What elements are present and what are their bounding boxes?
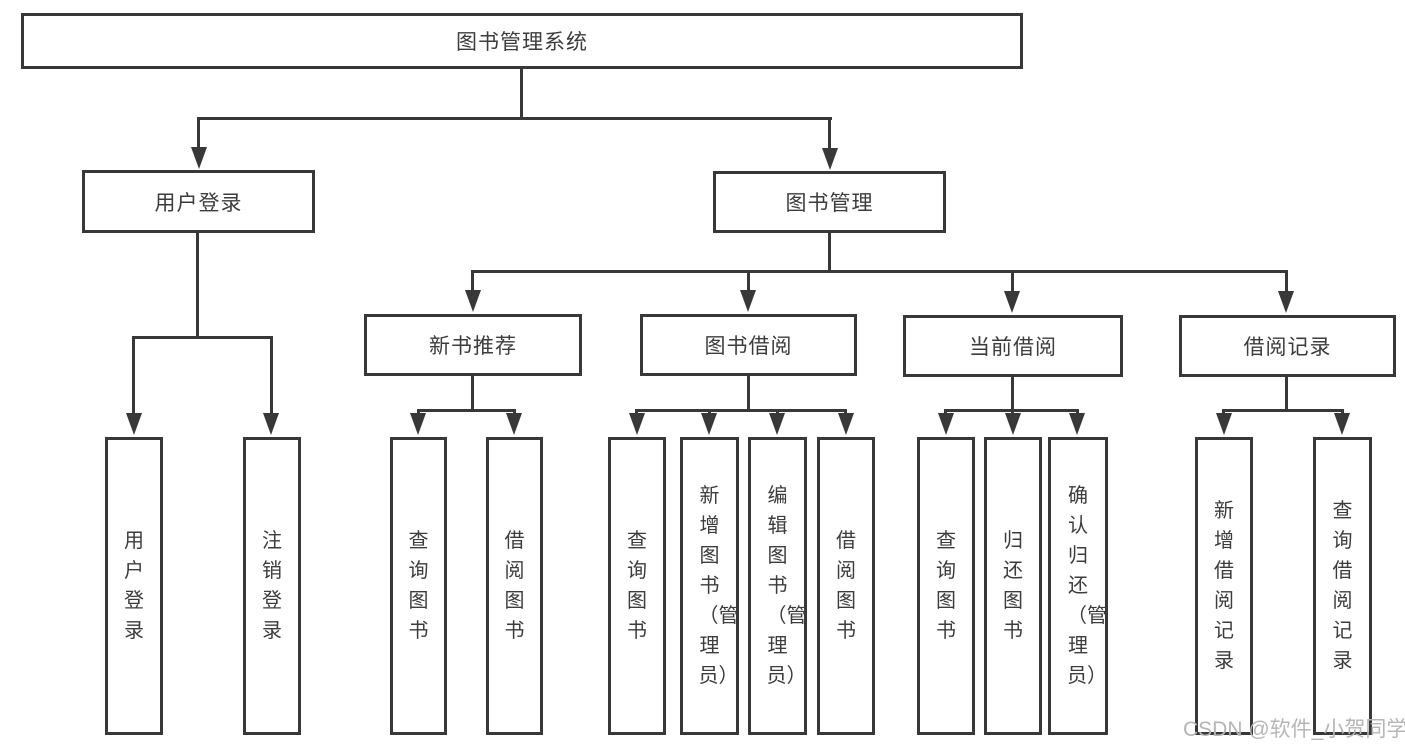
leaf-bb-edit-books-admin: 编辑图书（管理员） — [748, 437, 807, 735]
arrow-down-icon — [740, 290, 756, 312]
leaf-br-query-record: 查询借阅记录 — [1313, 437, 1372, 735]
connector-userlogin-rail — [132, 336, 273, 339]
node-new-book-recommend: 新书推荐 — [364, 314, 582, 376]
node-user-login-label: 用户登录 — [154, 191, 243, 215]
csdn-watermark: CSDN @软件_小贺同学 — [1183, 718, 1405, 741]
leaf-bb-query-books: 查询图书 — [608, 437, 666, 735]
arrow-down-icon — [838, 413, 854, 435]
leaf-br-add-record-label: 新增借阅记录 — [1214, 500, 1234, 672]
leaf-bb-add-books-admin: 新增图书（管理员） — [680, 437, 739, 735]
leaf-bb-borrow-books: 借阅图书 — [817, 437, 875, 735]
connector-arrow-stem — [828, 117, 831, 150]
arrow-down-icon — [1069, 413, 1085, 435]
arrow-down-icon — [938, 413, 954, 435]
leaf-user-login-label: 用户登录 — [124, 530, 144, 642]
connector-cb-stub — [1011, 375, 1014, 411]
node-root-label: 图书管理系统 — [456, 31, 588, 54]
node-new-book-recommend-label: 新书推荐 — [429, 335, 517, 358]
leaf-cb-query-books: 查询图书 — [917, 437, 975, 735]
arrow-down-icon — [126, 413, 142, 435]
leaf-cb-return-books: 归还图书 — [984, 437, 1042, 735]
connector-arrow-stem — [1285, 270, 1288, 292]
arrow-down-icon — [263, 413, 279, 435]
connector-level2-rail — [198, 117, 832, 120]
arrow-down-icon — [191, 147, 207, 169]
connector-br-rail — [1222, 409, 1344, 412]
connector-nbr-rail — [417, 409, 516, 412]
leaf-cb-query-books-label: 查询图书 — [936, 530, 956, 642]
arrow-down-icon — [465, 290, 481, 312]
arrow-down-icon — [410, 413, 426, 435]
connector-br-stub — [1285, 375, 1288, 411]
connector-bb-stub — [747, 374, 750, 411]
leaf-br-add-record: 新增借阅记录 — [1195, 437, 1253, 735]
leaf-bb-edit-books-admin-label: 编辑图书（管理员） — [766, 485, 807, 687]
leaf-cb-confirm-return-admin: 确认归还（管理员） — [1048, 437, 1108, 735]
node-borrow-records: 借阅记录 — [1179, 315, 1396, 377]
arrow-down-icon — [1216, 413, 1232, 435]
connector-nbr-stub — [471, 374, 474, 411]
node-user-login: 用户登录 — [82, 170, 315, 233]
arrow-down-icon — [1278, 291, 1294, 313]
leaf-logout: 注销登录 — [243, 437, 301, 735]
connector-bb-rail — [635, 409, 847, 412]
connector-arrow-stem — [197, 117, 200, 149]
arrow-down-icon — [1005, 413, 1021, 435]
node-book-management: 图书管理 — [713, 171, 946, 233]
arrow-down-icon — [1334, 413, 1350, 435]
node-book-management-label: 图书管理 — [785, 192, 874, 215]
node-book-borrow: 图书借阅 — [640, 314, 857, 376]
connector-arrow-stem — [747, 270, 750, 292]
leaf-nbr-query-books: 查询图书 — [390, 437, 447, 735]
connector-arrow-stem — [132, 336, 135, 415]
node-root: 图书管理系统 — [21, 13, 1023, 69]
connector-arrow-stem — [1011, 270, 1014, 292]
leaf-bb-add-books-admin-label: 新增图书（管理员） — [698, 485, 739, 687]
node-current-borrow-label: 当前借阅 — [969, 336, 1057, 359]
connector-root-stub — [520, 67, 523, 119]
leaf-logout-label: 注销登录 — [262, 530, 282, 642]
connector-level3-rail — [471, 270, 1288, 273]
leaf-cb-confirm-return-admin-label: 确认归还（管理员） — [1067, 485, 1107, 687]
arrow-down-icon — [769, 413, 785, 435]
node-book-borrow-label: 图书借阅 — [704, 335, 793, 358]
arrow-down-icon — [629, 413, 645, 435]
leaf-cb-return-books-label: 归还图书 — [1003, 530, 1023, 642]
connector-userlogin-stub — [196, 232, 199, 338]
arrow-down-icon — [822, 148, 838, 170]
node-borrow-records-label: 借阅记录 — [1243, 336, 1332, 359]
leaf-user-login: 用户登录 — [105, 437, 163, 735]
leaf-nbr-query-books-label: 查询图书 — [408, 530, 429, 642]
node-current-borrow: 当前借阅 — [903, 315, 1123, 377]
connector-arrow-stem — [471, 270, 474, 292]
leaf-br-query-record-label: 查询借阅记录 — [1332, 500, 1353, 672]
arrow-down-icon — [701, 413, 717, 435]
connector-arrow-stem — [270, 336, 273, 415]
leaf-bb-query-books-label: 查询图书 — [627, 530, 647, 642]
arrow-down-icon — [506, 413, 522, 435]
leaf-nbr-borrow-books-label: 借阅图书 — [504, 530, 525, 642]
leaf-nbr-borrow-books: 借阅图书 — [486, 437, 543, 735]
connector-bookmgmt-stub — [828, 231, 831, 272]
leaf-bb-borrow-books-label: 借阅图书 — [836, 530, 856, 642]
arrow-down-icon — [1004, 291, 1020, 313]
